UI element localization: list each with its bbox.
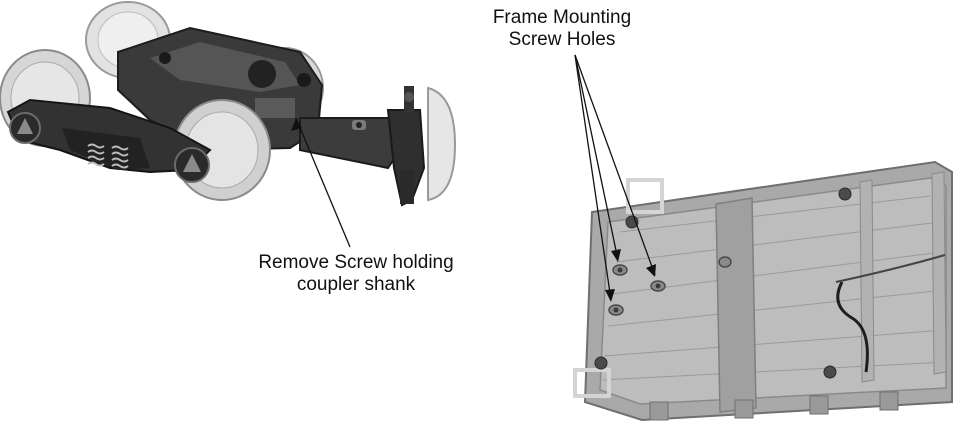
car-frame-underside-illustration	[573, 160, 953, 422]
leader-lines-frame-holes	[574, 54, 656, 301]
frame-holes-label-line2: Screw Holes	[508, 29, 616, 50]
frame-holes-label-line1: Frame Mounting	[492, 7, 632, 28]
truck-assembly-illustration	[0, 1, 457, 207]
coupler-screw-label: Remove Screw holding coupler shank	[236, 252, 476, 296]
coupler-screw-label-line2: coupler shank	[296, 274, 416, 295]
frame-holes-label: Frame Mounting Screw Holes	[462, 7, 662, 51]
leader-line-coupler-screw	[291, 117, 351, 248]
coupler-screw-label-line1: Remove Screw holding	[258, 252, 454, 273]
